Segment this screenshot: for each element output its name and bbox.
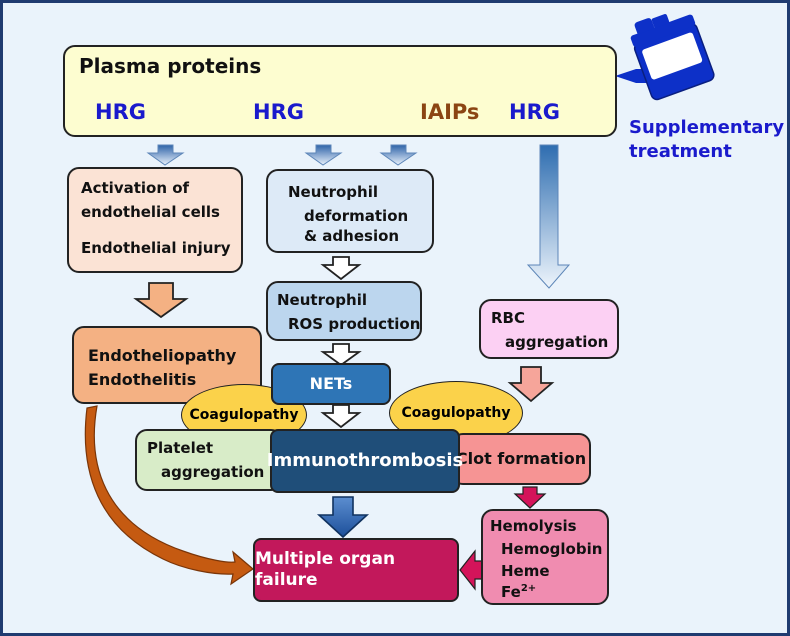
neutrophil-ros-line2: ROS production [288,315,421,333]
curved-arrow-endotheliopathy-to-mof [84,405,254,586]
arrow-clot-to-hemolysis [513,486,547,509]
platelet-aggregation-box: Platelet aggregation [135,429,283,491]
hemolysis-fe-charge: 2+ [520,583,537,594]
neutrophil-def-line3: & adhesion [304,227,400,245]
neutrophil-ros-line1: Neutrophil [277,291,367,309]
arrow-neutrophil-def-to-ros [320,256,362,281]
neutrophil-def-line2: deformation [304,207,409,225]
clot-formation-box: Clot formation [451,433,591,485]
arrow-ros-to-nets [320,343,362,367]
endothelial-line1: Activation of [81,179,190,197]
arrow-supplement-to-plasma [615,69,648,83]
immunothrombosis-box: Immunothrombosis [267,429,463,493]
hemolysis-line4: Fe2+ [501,583,536,602]
arrow-endothelial-to-endotheliopathy [133,282,189,319]
arrow-to-endothelial [146,144,185,166]
arrow-immuno-to-mof [316,496,370,539]
endothelial-line2: endothelial cells [81,203,220,221]
supplement-bottle-icon [630,14,715,101]
supplementary-line1: Supplementary [629,117,785,138]
rbc-line1: RBC [491,309,525,327]
hemolysis-line1: Hemolysis [490,517,577,535]
plasma-iaips: IAIPs [420,100,480,124]
arrow-rbc-to-clot [507,366,555,403]
neutrophil-deformation-box: Neutrophil deformation & adhesion [266,169,434,253]
endothelial-line3: Endothelial injury [81,239,231,257]
hemolysis-fe: Fe [501,583,521,601]
endotheliopathy-line1: Endotheliopathy [88,346,237,365]
endotheliopathy-line2: Endothelitis [88,370,197,389]
plasma-proteins-box: Plasma proteins HRG HRG IAIPs HRG [63,45,617,137]
arrow-to-neutrophil-a [304,144,343,166]
rbc-aggregation-box: RBC aggregation [479,299,619,359]
plasma-proteins-title: Plasma proteins [79,54,262,78]
nets-box: NETs [271,363,391,405]
hemolysis-line3: Heme [501,562,550,580]
platelet-line1: Platelet [147,439,214,457]
plasma-hrg-3: HRG [509,100,560,124]
arrow-nets-to-immuno [320,404,362,429]
endothelial-activation-box: Activation of endothelial cells Endothel… [67,167,243,273]
neutrophil-def-line1: Neutrophil [288,183,378,201]
plasma-hrg-1: HRG [95,100,146,124]
platelet-line2: aggregation [161,463,265,481]
rbc-line2: aggregation [505,333,609,351]
neutrophil-ros-box: Neutrophil ROS production [266,281,422,341]
arrow-to-rbc [526,144,571,289]
hemolysis-box: Hemolysis Hemoglobin Heme Fe2+ [481,509,609,605]
multiple-organ-failure-box: Multiple organ failure [253,538,459,602]
plasma-hrg-2: HRG [253,100,304,124]
arrow-to-neutrophil-b [379,144,418,166]
hemolysis-line2: Hemoglobin [501,540,603,558]
supplementary-line2: treatment [629,141,732,162]
